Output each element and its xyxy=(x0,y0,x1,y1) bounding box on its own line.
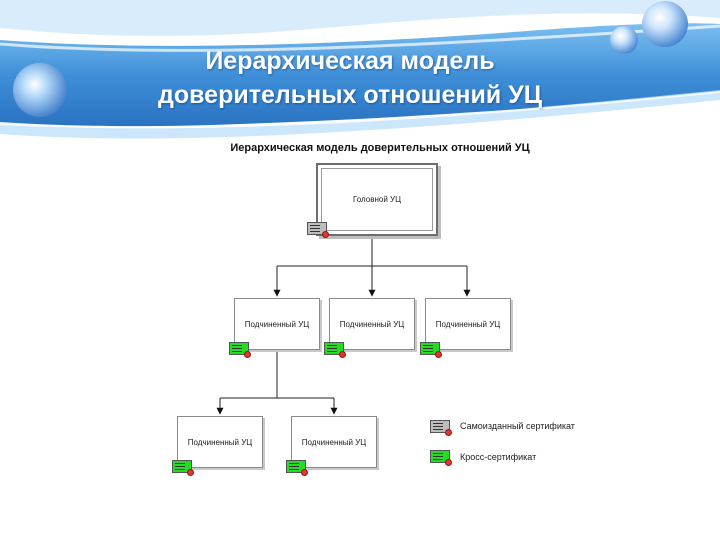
cross-certificate-icon xyxy=(420,342,442,358)
node-label: Головной УЦ xyxy=(352,195,402,204)
slide-title: Иерархическая модель доверительных отнош… xyxy=(100,44,600,112)
legend-self-signed-icon xyxy=(430,420,452,436)
node-subordinate-ca: Подчиненный УЦ xyxy=(329,298,415,350)
node-subordinate-ca: Подчиненный УЦ xyxy=(234,298,320,350)
cross-certificate-icon xyxy=(286,460,308,476)
node-subordinate-ca: Подчиненный УЦ xyxy=(425,298,511,350)
self-signed-certificate-icon xyxy=(307,222,329,238)
bubble-decoration xyxy=(13,63,67,117)
bubble-decoration xyxy=(610,26,638,54)
diagram-title: Иерархическая модель доверительных отнош… xyxy=(230,142,530,154)
legend-cross-label: Кросс-сертификат xyxy=(460,452,537,462)
cross-certificate-icon xyxy=(172,460,194,476)
cross-certificate-icon xyxy=(324,342,346,358)
node-subordinate-ca: Подчиненный УЦ xyxy=(291,416,377,468)
header-banner xyxy=(0,0,720,150)
node-head-ca: Головной УЦ xyxy=(316,163,438,236)
legend-self-signed-label: Самоизданный сертификат xyxy=(460,421,575,431)
node-label: Подчиненный УЦ xyxy=(301,437,367,447)
node-label: Подчиненный УЦ xyxy=(435,319,501,329)
node-subordinate-ca: Подчиненный УЦ xyxy=(177,416,263,468)
legend-cross-icon xyxy=(430,450,452,466)
node-label: Подчиненный УЦ xyxy=(187,437,253,447)
slide-title-line-1: Иерархическая модель xyxy=(205,47,495,75)
bubble-decoration xyxy=(642,1,688,47)
cross-certificate-icon xyxy=(229,342,251,358)
node-label: Подчиненный УЦ xyxy=(244,319,310,329)
node-label: Подчиненный УЦ xyxy=(339,319,405,329)
slide-title-line-2: доверительных отношений УЦ xyxy=(157,81,543,109)
